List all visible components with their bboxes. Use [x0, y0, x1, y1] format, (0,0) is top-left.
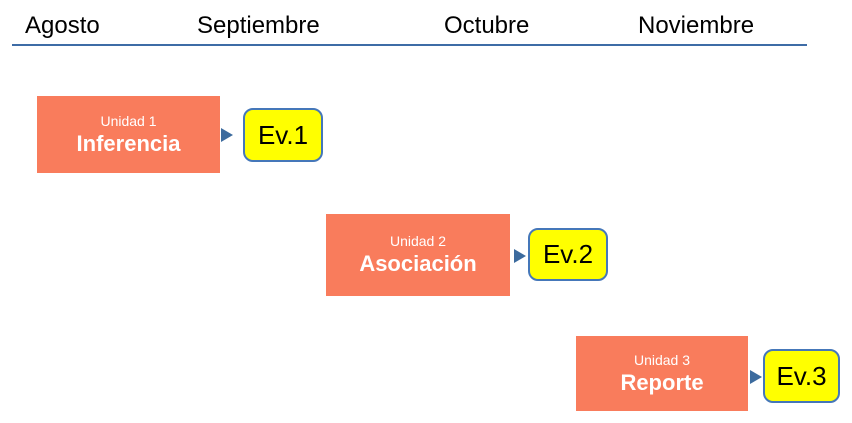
event-3-label: Ev.3: [776, 360, 827, 391]
event-1-label: Ev.1: [257, 119, 309, 150]
unit-1-title: Inferencia: [76, 130, 181, 156]
event-2-label: Ev.2: [542, 239, 594, 269]
event-box-3: Ev.3: [763, 349, 840, 403]
unit-box-3: Unidad 3 Reporte: [576, 336, 748, 411]
unit-1-subtitle: Unidad 1: [100, 112, 157, 129]
unit-3-title: Reporte: [620, 369, 704, 395]
month-label-septiembre: Septiembre: [197, 12, 320, 39]
month-label-agosto: Agosto: [25, 12, 100, 39]
event-box-1: Ev.1: [243, 108, 323, 162]
header-divider-line: [12, 44, 807, 46]
arrow-right-icon: [514, 249, 526, 263]
unit-box-1: Unidad 1 Inferencia: [37, 96, 220, 173]
month-label-octubre: Octubre: [444, 12, 530, 39]
event-box-2: Ev.2: [528, 228, 608, 281]
unit-2-subtitle: Unidad 2: [389, 233, 447, 249]
arrow-right-icon: [750, 370, 762, 384]
unit-box-2: Unidad 2 Asociación: [326, 214, 510, 296]
arrow-right-icon: [221, 128, 233, 142]
unit-3-subtitle: Unidad 3: [633, 351, 691, 368]
month-label-noviembre: Noviembre: [638, 12, 755, 39]
unit-2-title: Asociación: [359, 251, 477, 276]
